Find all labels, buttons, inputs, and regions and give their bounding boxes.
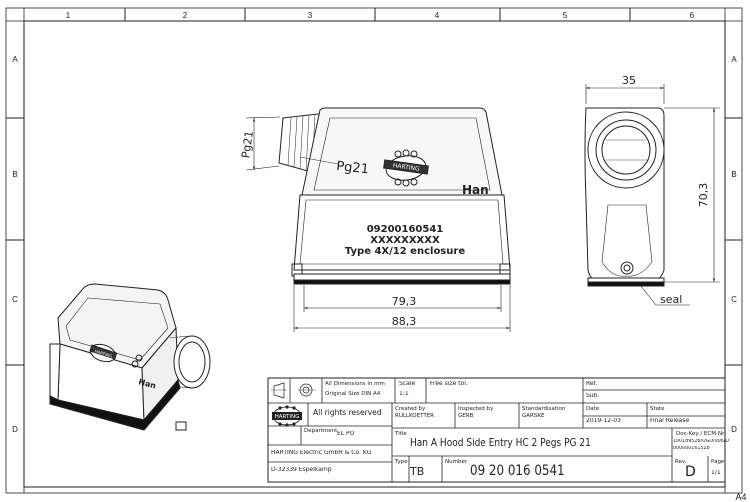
row-label: A xyxy=(731,55,737,64)
col-label: 1 xyxy=(66,11,71,20)
title-block-logo-text: HARTING xyxy=(275,414,300,420)
department-label: Department xyxy=(304,428,338,434)
page-value: 1/1 xyxy=(711,470,721,476)
col-label: 6 xyxy=(690,11,695,20)
doc-key-1: 100189528/UGD/006/D xyxy=(673,439,730,444)
created-by-label: Created by xyxy=(395,406,426,412)
free-size-tol: Free size tol. xyxy=(430,381,468,387)
xx-line-text: XXXXXXXXX xyxy=(370,235,440,246)
type-value: TB xyxy=(410,466,425,478)
inspected-by-value: GERB xyxy=(458,413,474,419)
front-view-text: Pg21 Han HARTING 09200160541 XXXXXXXXX T… xyxy=(336,159,489,257)
standardisation-label: Standardisation xyxy=(522,406,566,412)
han-logo-text: Han xyxy=(462,183,489,197)
harting-logo-icon: HARTING xyxy=(272,405,302,427)
created-by-value: RULLKOETTER xyxy=(395,413,435,419)
rights-text: All rights reserved xyxy=(313,409,382,417)
dims-note-2: Original Size DIN A4 xyxy=(325,391,381,397)
iso-harting-text: HARTING xyxy=(94,348,113,358)
sub-label: Sub. xyxy=(586,393,600,399)
col-label: 4 xyxy=(435,11,440,20)
sheet-size-tag: A4 xyxy=(735,492,746,502)
state-label: State xyxy=(650,406,665,412)
projection-symbol-icon xyxy=(271,382,316,399)
date-value: 2019-12-03 xyxy=(586,418,621,424)
company-name: HARTING Electric GmbH & Co. KG xyxy=(271,450,372,456)
scale-value: 1:1 xyxy=(399,391,409,397)
pg21-label: Pg21 xyxy=(336,159,370,177)
doc-key-2: 000000161528 xyxy=(673,446,710,451)
side-dim-text: 35 70,3 seal xyxy=(622,74,710,306)
dim-88-3: 88,3 xyxy=(392,315,417,328)
front-dimensions xyxy=(245,116,511,332)
number-label: Number xyxy=(445,459,468,465)
row-label: B xyxy=(12,170,17,179)
seal-label: seal xyxy=(660,293,682,306)
number-value: 09 20 016 0541 xyxy=(470,463,565,479)
doc-key-label: Doc-Key / ECM-Nr xyxy=(676,431,725,437)
rev-value: D xyxy=(685,464,696,480)
row-label: D xyxy=(731,425,737,434)
side-view xyxy=(584,107,665,287)
type-line-text: Type 4X/12 enclosure xyxy=(345,246,465,257)
row-label: B xyxy=(731,170,736,179)
col-label: 3 xyxy=(308,11,313,20)
dim-70-3: 70,3 xyxy=(697,183,710,208)
dim-35: 35 xyxy=(622,74,636,87)
dims-note-1: All Dimensions in mm xyxy=(325,381,385,387)
rev-label: Rev. xyxy=(675,459,687,465)
row-label: D xyxy=(12,425,18,434)
grid-labels: 1 2 3 4 5 6 A B C D A B C D A4 xyxy=(12,11,746,502)
dim-79-3: 79,3 xyxy=(392,295,417,308)
scale-label: Scale xyxy=(399,381,416,387)
page-label: Page xyxy=(711,459,725,465)
drawing-title: Han A Hood Side Entry HC 2 Pegs PG 21 xyxy=(410,437,591,449)
col-label: 5 xyxy=(563,11,568,20)
iso-view xyxy=(49,283,211,431)
front-view xyxy=(278,107,511,285)
front-dim-text: 79,3 88,3 Pg21 xyxy=(239,130,416,328)
side-dimensions xyxy=(585,84,720,306)
state-value: Final Release xyxy=(650,418,690,424)
company-address: D-32339 Espelkamp xyxy=(271,467,332,473)
title-label: Title xyxy=(395,431,407,437)
row-label: A xyxy=(12,55,18,64)
department-value: EL PO xyxy=(337,431,355,437)
type-label: Type xyxy=(395,459,408,465)
standardisation-value: GARSKE xyxy=(522,413,545,419)
inspected-by-label: Inspected by xyxy=(458,406,494,412)
date-label: Date xyxy=(586,406,600,412)
dim-pg21-vertical: Pg21 xyxy=(239,130,256,159)
harting-logo-text: HARTING xyxy=(392,162,420,173)
col-label: 2 xyxy=(183,11,188,20)
row-label: C xyxy=(731,295,737,304)
title-block xyxy=(267,377,726,483)
part-number-text: 09200160541 xyxy=(367,224,444,235)
row-label: C xyxy=(12,295,18,304)
ref-label: Ref. xyxy=(586,381,598,387)
